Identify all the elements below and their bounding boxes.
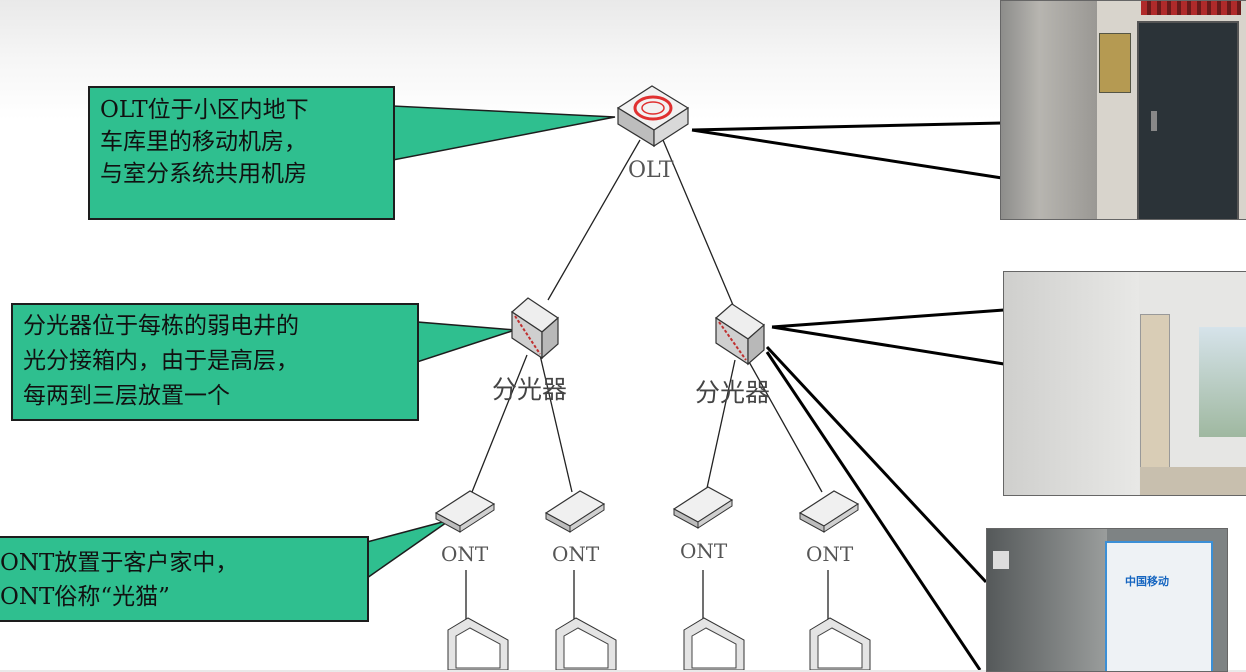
- olt-callout-pointer: [392, 105, 616, 161]
- topology-links: [465, 139, 829, 620]
- ont-label-3: ONT: [680, 539, 728, 563]
- machine-room-photo: [1000, 0, 1246, 220]
- corridor-photo: [1003, 271, 1246, 496]
- ont-device-icon-1: [434, 490, 496, 533]
- optical-cabinet-photo: 中国移动: [986, 528, 1228, 672]
- splitter-callout: 分光器位于每栋的弱电井的 光分接箱内，由于是高层， 每两到三层放置一个: [11, 303, 419, 421]
- olt-callout-line-2: 车库里的移动机房，: [100, 129, 307, 155]
- ont-callout-line-1: ONT放置于客户家中，: [0, 550, 239, 576]
- computer-icon-4: [809, 617, 871, 670]
- corridor-wall: [1004, 272, 1139, 495]
- ont-device-icon-4: [798, 490, 860, 533]
- computer-icon-3: [683, 617, 745, 670]
- ont-device-icon-3: [672, 486, 734, 529]
- splitter-callout-line-3: 每两到三层放置一个: [23, 383, 230, 409]
- olt-label: OLT: [628, 158, 674, 183]
- ont-label-1: ONT: [441, 542, 489, 566]
- corridor-door: [1140, 314, 1170, 491]
- corridor-window: [1199, 327, 1246, 437]
- splitter-callout-pointer: [416, 321, 516, 364]
- olt-callout: OLT位于小区内地下 车库里的移动机房， 与室分系统共用机房: [88, 86, 395, 220]
- splitter-right-icon: [715, 303, 765, 366]
- splitter-left-label: 分光器: [492, 375, 568, 404]
- outlet-box: [993, 551, 1009, 569]
- red-pipes: [1141, 1, 1241, 15]
- concrete-pillar: [1001, 1, 1097, 219]
- door-handle: [1151, 111, 1157, 131]
- china-mobile-logo: 中国移动: [1125, 575, 1169, 588]
- splitter-callout-line-1: 分光器位于每栋的弱电井的: [23, 313, 299, 339]
- splitter-left-icon: [511, 297, 559, 360]
- olt-callout-line-1: OLT位于小区内地下: [100, 97, 309, 123]
- ont-callout-pointer: [366, 519, 451, 580]
- ont-label-4: ONT: [806, 542, 854, 566]
- splitter-callout-line-2: 光分接箱内，由于是高层，: [23, 348, 299, 374]
- cabinet-box: [1105, 541, 1213, 671]
- ont-device-icon-2: [544, 490, 606, 533]
- ont-callout-line-2: ONT俗称“光猫”: [0, 584, 170, 610]
- computer-icon-1: [447, 617, 509, 670]
- photo-link-lines: [691, 121, 1005, 670]
- olt-callout-line-3: 与室分系统共用机房: [100, 161, 307, 187]
- computer-icon-2: [555, 617, 617, 670]
- corridor-floor: [1140, 467, 1246, 495]
- ont-label-2: ONT: [552, 542, 600, 566]
- wall-panel: [1099, 33, 1131, 93]
- olt-device-icon: [616, 85, 690, 148]
- ont-callout: ONT放置于客户家中， ONT俗称“光猫”: [0, 536, 369, 622]
- splitter-right-label: 分光器: [695, 378, 771, 407]
